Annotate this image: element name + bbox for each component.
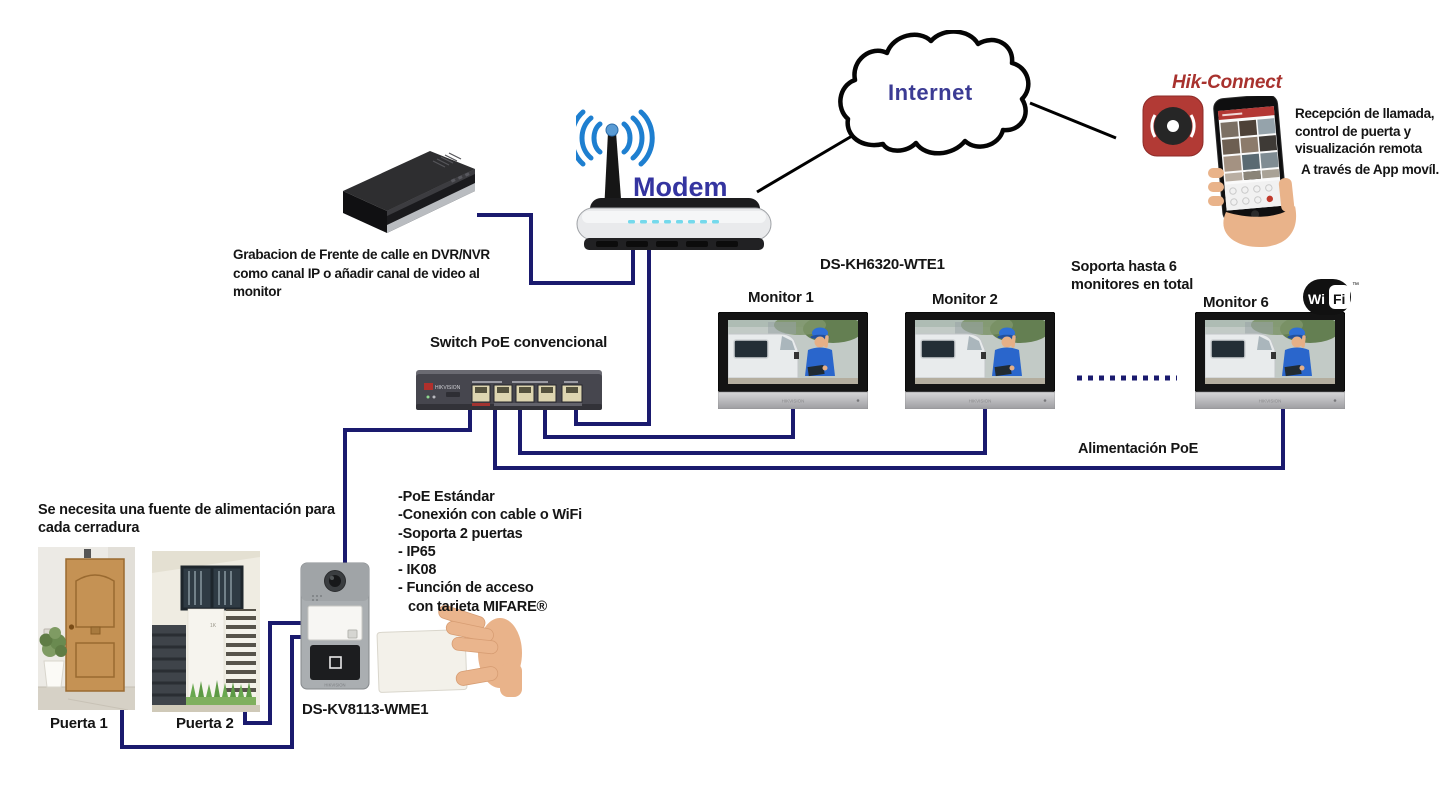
doors-note-line2: cada cerradura [38, 520, 140, 536]
wire-switch-to-monitor6 [493, 402, 1285, 470]
dvr-note-line1: Grabacion de Frente de calle en DVR/NVR [233, 247, 490, 262]
call-button [347, 629, 358, 639]
feature-puertas: -Soporta 2 puertas [398, 525, 523, 542]
puerta1-image [38, 547, 135, 710]
phone-in-hand-image [1208, 96, 1297, 248]
poe-label: Alimentación PoE [1078, 441, 1199, 457]
wifi-signal-icon [576, 109, 655, 167]
doors-power-note: Se necesita una fuente de alimentación p… [38, 501, 335, 537]
monitor2-label: Monitor 2 [932, 291, 998, 308]
hik-app-note: A través de App movíl. [1301, 162, 1439, 177]
door-station-model-label: DS-KV8113-WME1 [302, 701, 429, 718]
wifi-logo-tm: ™ [1352, 282, 1359, 289]
phone-camera-grid [1220, 118, 1280, 182]
hik-description-line3: visualización remota [1295, 141, 1422, 156]
speaker-dots [312, 595, 322, 601]
wire-doorstation-to-puerta2 [243, 621, 303, 725]
fingers [438, 605, 499, 686]
dvr-nvr-image [343, 151, 475, 233]
door-knob [68, 624, 75, 630]
modem-label: Modem [633, 172, 728, 202]
hik-description-line2: control de puerta y [1295, 123, 1411, 139]
monitor2-image [905, 312, 1055, 409]
card-reader [310, 645, 360, 680]
internet-cloud [838, 30, 1031, 156]
feature-ip65: - IP65 [398, 543, 436, 560]
svg-text:1K: 1K [210, 623, 217, 629]
switch-brand: HIKVISION [435, 385, 461, 391]
monitor6-image [1195, 312, 1345, 409]
feature-acceso: - Función de acceso [398, 580, 534, 597]
hik-connect-title: Hik-Connect [1172, 72, 1282, 93]
puerta1-label: Puerta 1 [50, 715, 108, 732]
wire-switch-to-monitor2 [518, 402, 987, 455]
door-leaf [65, 558, 125, 692]
hand [1208, 168, 1297, 248]
link-cloud-to-phone [1029, 101, 1117, 140]
switch-brand-chip [424, 383, 433, 390]
wire-switch-to-doorstation [343, 402, 472, 564]
monitor1-image [718, 312, 868, 409]
feature-conexion: -Conexión con cable o WiFi [398, 507, 582, 524]
monitor1-label: Monitor 1 [748, 289, 814, 306]
wifi-logo-fi: Fi [1333, 291, 1345, 307]
puerta2-image: 1K [152, 551, 260, 712]
capacity-note: Soporta hasta 6 monitores en total [1071, 258, 1193, 294]
capacity-note-line2: monitores en total [1071, 277, 1194, 293]
dvr-note: Grabacion de Frente de calle en DVR/NVR … [233, 246, 490, 302]
plant [39, 627, 67, 688]
phone-call-buttons [1224, 179, 1283, 211]
wire-modem-to-switch [574, 250, 651, 426]
doors-note-line1: Se necesita una fuente de alimentación p… [38, 502, 335, 518]
dvr-note-line3: monitor [233, 284, 282, 299]
hik-connect-app-icon [1142, 95, 1204, 157]
internet-label: Internet [888, 80, 973, 105]
hik-connect-description: Recepción de llamada, control de puerta … [1295, 105, 1435, 158]
phone-app-header [1217, 106, 1275, 121]
wire-dvr-to-modem [477, 213, 635, 285]
feature-poe: -PoE Estándar [398, 489, 495, 505]
feature-ik08: - IK08 [398, 562, 437, 579]
monitor6-label: Monitor 6 [1203, 294, 1269, 311]
door-station-camera [324, 570, 346, 592]
door-station-features: -PoE Estándar -Conexión con cable o WiFi… [398, 488, 582, 616]
feature-mifare: con tarieta MIFARE® [408, 598, 548, 615]
modem-antenna [604, 123, 622, 212]
wifi-logo-wi: Wi [1308, 291, 1325, 307]
switch-label: Switch PoE convencional [430, 334, 608, 351]
wire-doorstation-to-puerta1 [120, 635, 303, 749]
mifare-card-hand-image [376, 605, 522, 697]
door-station-image: HIKVISION [300, 562, 370, 690]
cloud-shape [838, 30, 1031, 156]
grass [186, 680, 256, 705]
capacity-note-line1: Soporta hasta 6 [1071, 259, 1177, 275]
puerta2-label: Puerta 2 [176, 715, 234, 732]
hik-description-line1: Recepción de llamada, [1295, 106, 1435, 121]
poe-switch-image: HIKVISION [416, 370, 602, 410]
gate [152, 625, 186, 712]
switch-port-labels [472, 381, 578, 383]
wire-switch-to-monitor1 [543, 402, 795, 439]
mifare-card [376, 629, 468, 693]
wifi-logo-icon: Wi Fi ™ [1303, 279, 1359, 315]
link-cloud-to-modem [756, 134, 853, 194]
modem-leds [628, 220, 719, 224]
door-station-brand: HIKVISION [324, 683, 345, 688]
switch-ports [471, 384, 583, 406]
modem-image [576, 109, 772, 250]
monitor-model-label: DS-KH6320-WTE1 [820, 256, 945, 273]
dvr-note-line2: como canal IP o añadir canal de video al [233, 265, 480, 281]
